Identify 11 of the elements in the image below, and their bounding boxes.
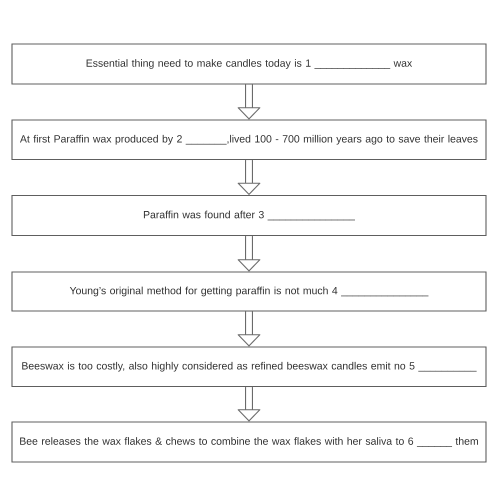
block-arrow (238, 160, 260, 195)
process-box: Beeswax is too costly, also highly considered as refined beeswax candles emit no 5 __________ (11, 346, 487, 388)
process-box: Bee releases the wax flakes & chews to combine the wax flakes with her saliva to 6 ______ them (11, 421, 487, 463)
block-arrow (238, 236, 260, 272)
block-arrow (238, 84, 260, 120)
block-arrow (238, 387, 260, 422)
process-box: Young’s original method for getting paraffin is not much 4 _______________ (11, 271, 487, 312)
process-box: Paraffin was found after 3 _______________ (11, 194, 487, 236)
process-box: Essential thing need to make candles today is 1 _____________ wax (11, 43, 487, 85)
block-arrow (238, 312, 260, 346)
process-box: At first Paraffin wax produced by 2 _______,lived 100 - 700 million years ago to save their leaves (11, 119, 487, 160)
